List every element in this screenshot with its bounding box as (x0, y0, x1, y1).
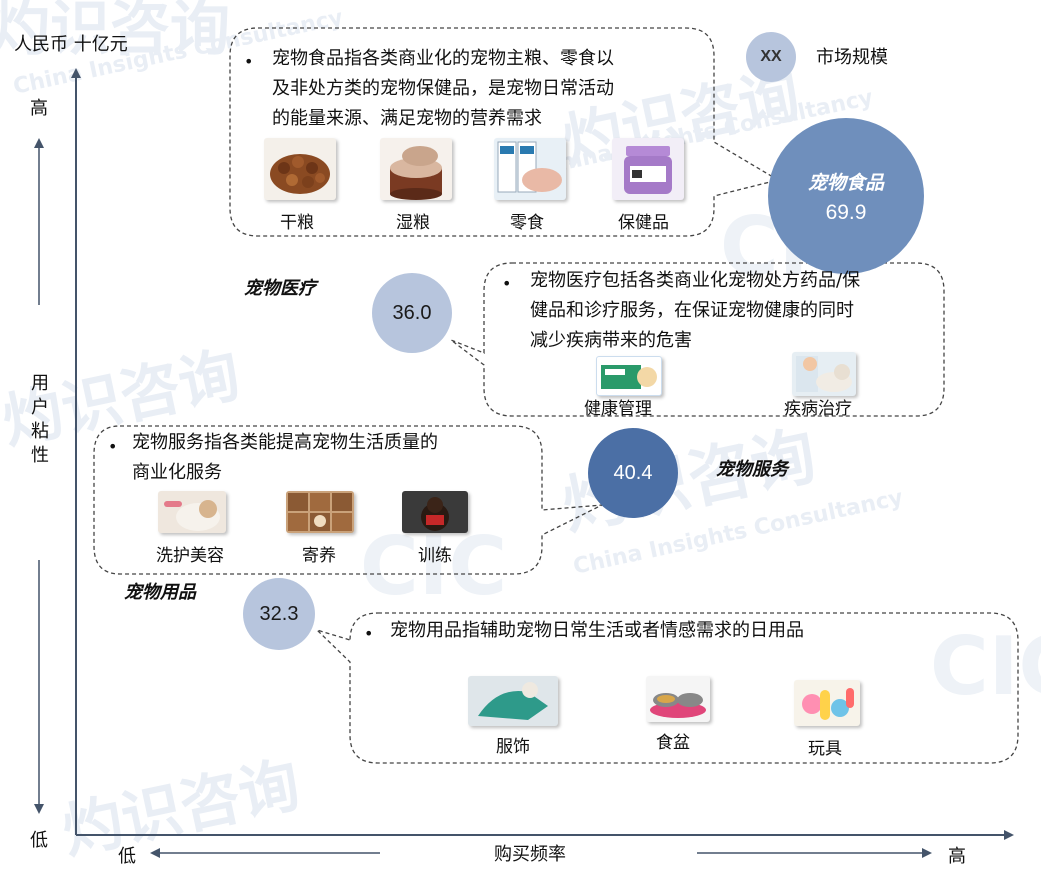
service-bubble: 40.4 (588, 428, 678, 518)
medical-item-treatment: 疾病治疗 (784, 399, 852, 419)
service-description: 宠物服务指各类能提高宠物生活质量的 商业化服务 (132, 428, 438, 488)
y-axis-high-label: 高 (30, 98, 48, 119)
legend-marker: XX (746, 32, 796, 82)
food-description-line: 的能量来源、满足宠物的营养需求 (272, 108, 542, 129)
service-description-line: 宠物服务指各类能提高宠物生活质量的 (132, 432, 438, 453)
supplies-callout-border (316, 612, 1019, 764)
medical-bubble-value: 36.0 (392, 301, 432, 324)
supplies-description: 宠物用品指辅助宠物日常生活或者情感需求的日用品 (390, 616, 804, 646)
unit-label: 人民币 十亿元 (14, 34, 128, 55)
medical-item-health: 健康管理 (584, 399, 652, 419)
wet-food-image (380, 138, 452, 200)
toy-image (794, 680, 860, 726)
service-callout-border (93, 425, 603, 575)
food-bowl-image (646, 676, 710, 722)
dry-food-image (264, 138, 336, 200)
supplies-description-line: 宠物用品指辅助宠物日常生活或者情感需求的日用品 (390, 620, 804, 641)
x-axis-low-label: 低 (118, 846, 136, 867)
service-item-grooming: 洗护美容 (156, 546, 224, 566)
legend-label: 市场规模 (816, 47, 888, 68)
food-item-snack: 零食 (510, 213, 544, 233)
service-item-boarding: 寄养 (302, 546, 336, 566)
food-item-supplement: 保健品 (618, 213, 669, 233)
service-bullet: • (108, 437, 118, 456)
food-bubble-value: 69.9 (825, 200, 867, 224)
health-management-image (596, 356, 662, 396)
medical-description-line: 减少疾病带来的危害 (530, 330, 692, 351)
service-item-training: 训练 (418, 546, 452, 566)
supplies-bubble: 32.3 (243, 578, 315, 650)
medical-description-line: 宠物医疗包括各类商业化宠物处方药品/保 (530, 270, 861, 291)
disease-treatment-image (792, 352, 856, 396)
supplement-image (612, 138, 684, 200)
medical-description: 宠物医疗包括各类商业化宠物处方药品/保 健品和诊疗服务，在保证宠物健康的同时 减… (530, 266, 860, 356)
food-item-wet: 湿粮 (396, 213, 430, 233)
food-bullet: • (244, 52, 254, 71)
medical-bullet: • (502, 274, 512, 293)
medical-bubble: 36.0 (372, 273, 452, 353)
boarding-image (286, 491, 354, 533)
supplies-title: 宠物用品 (124, 582, 196, 603)
supplies-item-toy: 玩具 (808, 739, 842, 759)
clothing-image (468, 676, 558, 726)
service-description-line: 商业化服务 (132, 462, 222, 483)
food-description: 宠物食品指各类商业化的宠物主粮、零食以 及非处方类的宠物保健品，是宠物日常活动 … (272, 44, 614, 134)
y-axis-title: 用户粘性 (31, 373, 49, 466)
legend-marker-text: XX (760, 48, 782, 65)
food-description-line: 宠物食品指各类商业化的宠物主粮、零食以 (272, 48, 614, 69)
food-description-line: 及非处方类的宠物保健品，是宠物日常活动 (272, 78, 614, 99)
medical-callout-border (450, 262, 945, 417)
food-bubble-title: 宠物食品 (807, 171, 884, 194)
supplies-bullet: • (364, 624, 374, 643)
medical-description-line: 健品和诊疗服务，在保证宠物健康的同时 (530, 300, 854, 321)
y-axis-low-label: 低 (30, 830, 48, 851)
medical-title: 宠物医疗 (244, 278, 316, 299)
supplies-bubble-value: 32.3 (259, 602, 299, 625)
snack-image (494, 138, 566, 200)
food-bubble: 宠物食品 69.9 (768, 118, 924, 274)
service-bubble-value: 40.4 (613, 461, 653, 484)
x-axis-title: 购买频率 (494, 844, 566, 865)
x-axis-high-label: 高 (948, 846, 966, 867)
service-title: 宠物服务 (716, 459, 788, 480)
food-item-dry: 干粮 (280, 213, 314, 233)
food-callout-border (229, 27, 780, 237)
supplies-item-bowl: 食盆 (656, 733, 690, 753)
training-image (402, 491, 468, 533)
supplies-item-clothing: 服饰 (496, 737, 530, 757)
grooming-image (158, 491, 226, 533)
